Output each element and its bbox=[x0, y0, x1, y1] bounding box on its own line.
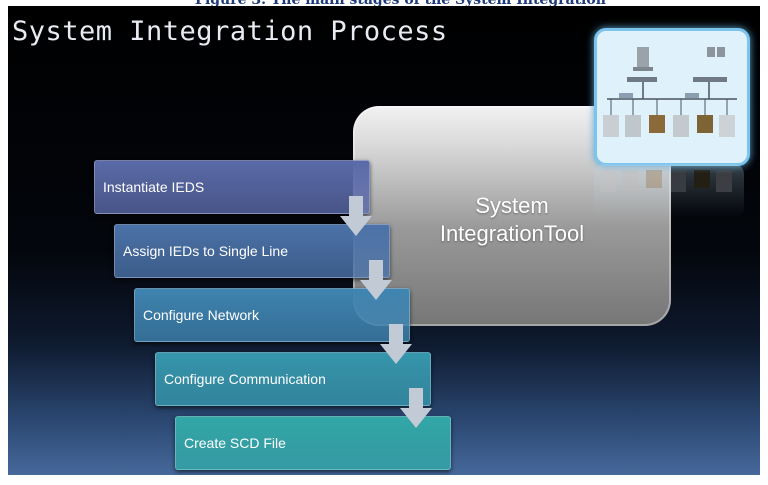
network-diagram-reflection-icon bbox=[600, 170, 732, 192]
figure-caption-text: Figure 3. The main stages of the System … bbox=[195, 0, 606, 8]
step-instantiate-ieds: Instantiate IEDS bbox=[94, 160, 370, 214]
down-arrow-icon bbox=[360, 260, 392, 300]
step-assign-ieds-to-single-line: Assign IEDs to Single Line bbox=[114, 224, 390, 278]
tool-label: System IntegrationTool bbox=[353, 192, 671, 248]
network-diagram-icon bbox=[603, 47, 737, 137]
down-arrow-icon bbox=[340, 196, 372, 236]
tool-label-line1: System bbox=[475, 193, 549, 218]
step-configure-communication: Configure Communication bbox=[155, 352, 431, 406]
step-label: Configure Network bbox=[143, 307, 259, 323]
step-label: Create SCD File bbox=[184, 435, 286, 451]
step-create-scd-file: Create SCD File bbox=[175, 416, 451, 470]
step-label: Instantiate IEDS bbox=[103, 179, 205, 195]
down-arrow-icon bbox=[380, 324, 412, 364]
tool-label-line2: IntegrationTool bbox=[439, 221, 585, 246]
figure-caption: Figure 3. The main stages of the System … bbox=[0, 0, 768, 16]
step-label: Configure Communication bbox=[164, 371, 326, 387]
step-configure-network: Configure Network bbox=[134, 288, 410, 342]
slide: System Integration Process System Integr… bbox=[8, 6, 760, 475]
network-diagram-reflection bbox=[594, 164, 744, 218]
network-diagram-image bbox=[594, 28, 750, 166]
down-arrow-icon bbox=[400, 388, 432, 428]
step-label: Assign IEDs to Single Line bbox=[123, 243, 288, 259]
slide-title: System Integration Process bbox=[12, 16, 448, 47]
